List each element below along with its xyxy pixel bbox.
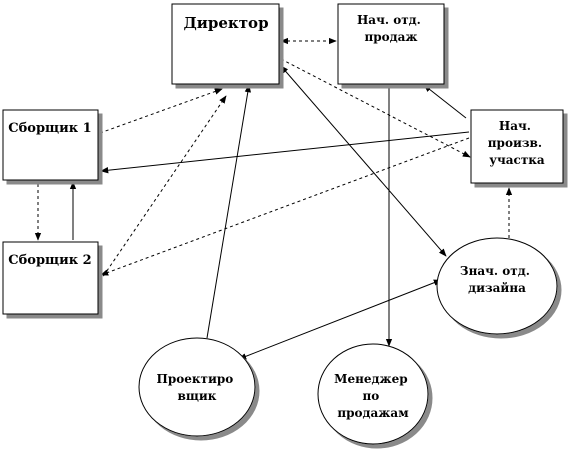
connections <box>34 37 513 360</box>
node-assembler-1-box <box>2 109 99 181</box>
edge-production-head-to-assembler1 <box>100 131 470 174</box>
node-director: Директор <box>171 3 280 85</box>
node-sales-head-box <box>337 3 445 85</box>
node-sales-manager-ellipse <box>317 343 429 445</box>
node-assembler-2-box <box>2 241 99 315</box>
node-production-head: Нач. произв. участка <box>470 109 564 184</box>
node-design-head: Знач. отд. дизайна <box>436 237 558 335</box>
node-production-head-label: Нач. произв. участка <box>488 119 546 167</box>
node-sales-manager-label: Менеджер по продажам <box>334 372 412 420</box>
node-designer: Проектиро вщик <box>138 337 256 437</box>
node-production-head-box <box>470 109 564 184</box>
node-design-head-label: Знач. отд. дизайна <box>460 264 534 295</box>
edge-designer-to-director <box>206 84 251 339</box>
edge-production-head-to-sales-head <box>423 84 467 119</box>
node-director-label: Директор <box>183 14 268 32</box>
node-sales-head-label: Нач. отд. продаж <box>357 13 425 44</box>
node-designer-ellipse <box>138 337 256 437</box>
edge-assembler2-to-director <box>99 95 227 282</box>
edge-director-to-design-head <box>280 65 447 257</box>
edge-production-head-to-assembler2 <box>100 137 470 276</box>
edge-designer-to-design-head <box>238 279 442 360</box>
node-assembler-2-label: Сборщик 2 <box>8 253 91 268</box>
node-sales-manager: Менеджер по продажам <box>317 343 429 445</box>
node-director-box <box>171 3 280 85</box>
node-assembler-1: Сборщик 1 <box>2 109 99 181</box>
node-designer-label: Проектиро вщик <box>157 372 238 403</box>
node-assembler-2: Сборщик 2 <box>2 241 99 315</box>
node-design-head-ellipse <box>436 237 558 335</box>
node-assembler-1-label: Сборщик 1 <box>8 121 91 136</box>
edge-assembler1-to-director <box>99 88 223 134</box>
node-sales-head: Нач. отд. продаж <box>337 3 445 85</box>
